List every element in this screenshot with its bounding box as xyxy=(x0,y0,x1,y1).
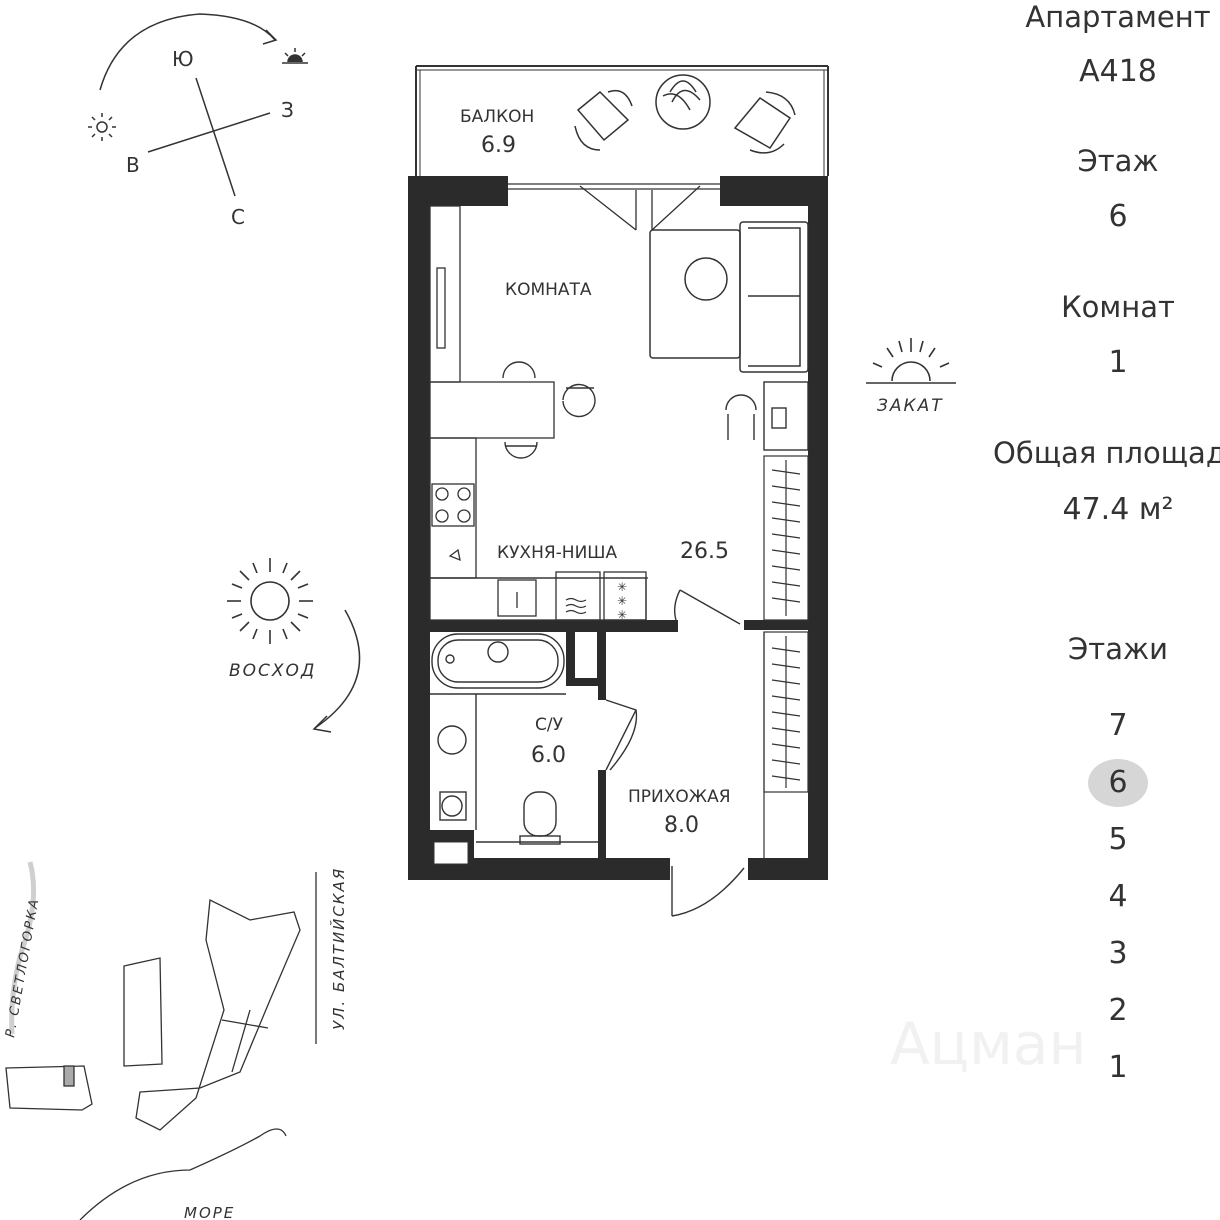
balcony-door xyxy=(508,183,720,231)
compass-north: С xyxy=(231,205,245,229)
bathroom xyxy=(430,633,598,845)
kitchen-label: КУХНЯ-НИША xyxy=(497,543,617,563)
floor-item-1[interactable]: 1 xyxy=(1108,1050,1128,1085)
apartment-number: А418 xyxy=(1079,54,1157,89)
balcony-area: 6.9 xyxy=(481,133,516,158)
compass-east: В xyxy=(126,153,140,177)
sea-label: МОРЕ xyxy=(184,1204,235,1220)
doors xyxy=(605,589,745,917)
hall-label: ПРИХОЖАЯ xyxy=(628,787,731,807)
watermark: Ацман xyxy=(890,1010,1087,1078)
floor-plan: ✳ ✳ ✳ xyxy=(408,65,829,917)
desk xyxy=(725,381,809,451)
compass-icon xyxy=(99,13,278,197)
floor-item-6[interactable]: 6 xyxy=(1088,759,1148,807)
room-area: 26.5 xyxy=(680,539,729,564)
sunset-small-icon xyxy=(282,48,308,64)
svg-text:✳: ✳ xyxy=(617,594,627,608)
sunset-icon xyxy=(866,338,956,384)
street-label: УЛ. БАЛТИЙСКАЯ xyxy=(329,867,348,1030)
bath-area: 6.0 xyxy=(531,743,566,768)
area-value: 47.4 м² xyxy=(1062,492,1174,527)
river-label: Р. СВЕТЛОГОРКА xyxy=(3,897,42,1039)
sun-small-icon xyxy=(88,113,116,141)
area-label: Общая площадь xyxy=(993,436,1220,470)
sunset-label: ЗАКАТ xyxy=(877,396,944,416)
floor-item-5[interactable]: 5 xyxy=(1108,822,1128,857)
floor-item-2[interactable]: 2 xyxy=(1108,993,1128,1028)
arrow-icon xyxy=(312,609,361,733)
wardrobe xyxy=(763,455,809,858)
outer-walls xyxy=(408,176,828,880)
floors-title: Этажи xyxy=(1068,632,1168,666)
sunrise-label: ВОСХОД xyxy=(229,661,316,681)
hall-area: 8.0 xyxy=(664,813,699,838)
kitchen: ✳ ✳ ✳ xyxy=(429,205,648,622)
site-map xyxy=(5,861,317,1220)
floor-item-3[interactable]: 3 xyxy=(1108,936,1128,971)
apartment-label: Апартамент xyxy=(1025,0,1211,34)
sofa xyxy=(649,221,809,373)
floor-label: Этаж xyxy=(1077,144,1159,178)
balcony-label: БАЛКОН xyxy=(460,107,534,127)
svg-text:✳: ✳ xyxy=(617,580,627,594)
compass-south: Ю xyxy=(172,47,194,71)
dining-chairs xyxy=(502,361,596,459)
floor-value: 6 xyxy=(1108,199,1128,234)
floor-item-7[interactable]: 7 xyxy=(1108,708,1128,743)
rooms-value: 1 xyxy=(1108,345,1128,380)
rooms-label: Комнат xyxy=(1061,290,1175,324)
floor-item-4[interactable]: 4 xyxy=(1108,879,1128,914)
room-label: КОМНАТА xyxy=(505,280,592,300)
info-panel: Апартамент А418 Этаж 6 Комнат 1 Общая пл… xyxy=(980,0,1220,1220)
compass-west: З xyxy=(281,98,294,122)
bath-label: С/У xyxy=(535,715,564,735)
sunrise-icon xyxy=(227,558,313,644)
balcony-furniture xyxy=(574,74,796,154)
svg-text:✳: ✳ xyxy=(617,608,627,622)
